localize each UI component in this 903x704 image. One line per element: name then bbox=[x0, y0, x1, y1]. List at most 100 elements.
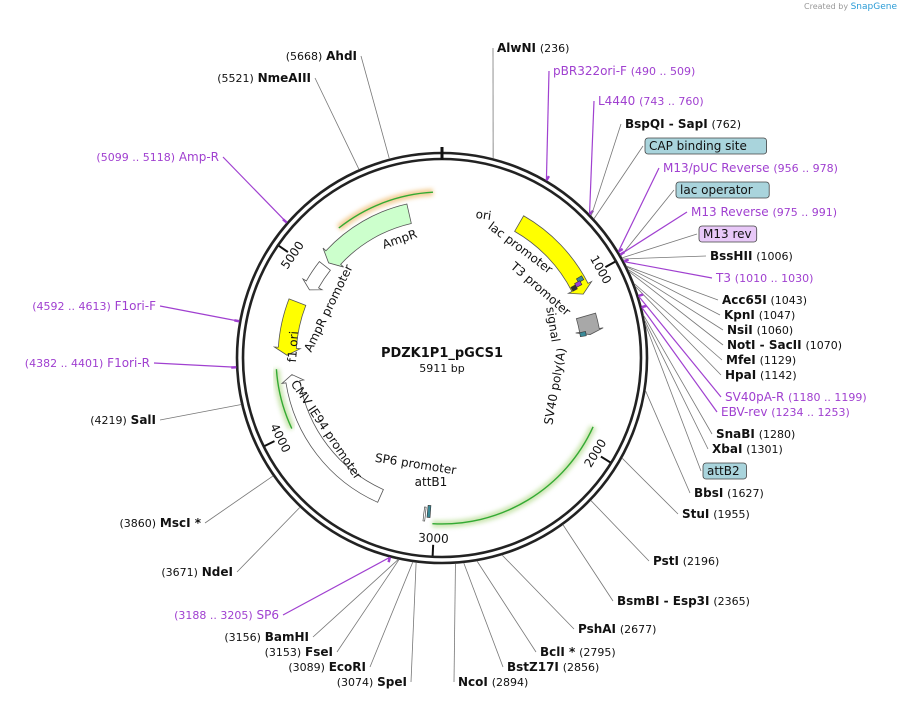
site-name: BssHII bbox=[710, 249, 752, 263]
feature-label-attb1: attB1 bbox=[415, 475, 448, 489]
feature-box-label: M13 rev bbox=[703, 227, 752, 241]
leader-line bbox=[633, 283, 723, 361]
site-label-amp-r: (5099 .. 5118) Amp-R bbox=[96, 150, 219, 164]
site-name: NmeAIII bbox=[258, 71, 311, 85]
site-label-stui: StuI (1955) bbox=[682, 507, 750, 521]
leader-line bbox=[621, 457, 679, 515]
site-label-t3: T3 (1010 .. 1030) bbox=[715, 271, 813, 285]
site-text: MfeI (1129) bbox=[726, 353, 796, 367]
feature-box bbox=[644, 137, 767, 155]
site-label-nmeaiii: (5521) NmeAIII bbox=[217, 71, 311, 85]
leader-line bbox=[620, 189, 675, 257]
site-name: KpnI bbox=[724, 308, 755, 322]
leader-line bbox=[590, 500, 650, 562]
leader-line bbox=[222, 156, 288, 224]
feature-arrow-ori bbox=[514, 215, 593, 295]
site-name: Acc65I bbox=[722, 293, 767, 307]
leader-line bbox=[619, 211, 688, 256]
site-label-attb2: attB2 bbox=[702, 462, 747, 480]
tick-mark bbox=[600, 455, 611, 464]
feature-label-sv40-polya: SV40 poly(A) bbox=[541, 347, 568, 426]
site-text: L4440 (743 .. 760) bbox=[598, 94, 704, 108]
site-position: (1280) bbox=[759, 428, 796, 441]
site-text: BspQI - SapI (762) bbox=[625, 117, 741, 131]
plasmid-name: PDZK1P1_pGCS1 bbox=[381, 346, 503, 361]
site-text: (4382 .. 4401) F1ori-R bbox=[25, 356, 150, 370]
site-position: (5099 .. 5118) bbox=[96, 151, 175, 164]
site-position: (3153) bbox=[265, 646, 302, 659]
tick-mark bbox=[431, 544, 435, 556]
leader-line bbox=[204, 475, 274, 524]
site-label-bamhi: (3156) BamHI bbox=[224, 630, 309, 644]
site-position: (3671) bbox=[161, 566, 198, 579]
site-name: NcoI bbox=[458, 675, 488, 689]
segment-layer bbox=[272, 188, 597, 528]
site-text: (4592 .. 4613) F1ori-F bbox=[32, 299, 156, 313]
leader-line bbox=[622, 255, 707, 260]
site-name: PstI bbox=[653, 554, 679, 568]
site-label-bsmbi-esp3i: BsmBI - Esp3I (2365) bbox=[617, 594, 750, 608]
site-label-msci-: (3860) MscI * bbox=[119, 516, 201, 530]
site-label-ahdi: (5668) AhdI bbox=[286, 49, 357, 63]
site-text: T3 (1010 .. 1030) bbox=[715, 271, 813, 285]
site-text: (3074) SpeI bbox=[337, 675, 407, 689]
site-position: (2677) bbox=[620, 623, 657, 636]
primer-tick bbox=[282, 218, 288, 224]
feature-label-cmv-promoter: CMV IE94 promoter bbox=[288, 377, 365, 482]
site-label-bbsi: BbsI (1627) bbox=[694, 486, 764, 500]
primer-tick bbox=[387, 556, 392, 563]
feature-label-signal: signal bbox=[543, 306, 562, 343]
leader-line bbox=[637, 295, 722, 398]
feature-box bbox=[702, 462, 747, 480]
leader-line bbox=[628, 271, 724, 346]
site-name: MscI * bbox=[160, 516, 202, 530]
feature-box-label: CAP binding site bbox=[649, 139, 747, 153]
site-position: (1070) bbox=[805, 339, 842, 352]
site-label-ecori: (3089) EcoRI bbox=[288, 660, 366, 674]
site-text: Acc65I (1043) bbox=[722, 293, 807, 307]
site-label-nsii: NsiI (1060) bbox=[727, 323, 793, 337]
site-name: FseI bbox=[305, 645, 333, 659]
site-name: MfeI bbox=[726, 353, 756, 367]
site-name: BbsI bbox=[694, 486, 723, 500]
site-position: (490 .. 509) bbox=[631, 65, 696, 78]
site-name: BclI * bbox=[540, 645, 576, 659]
feature-box bbox=[675, 181, 770, 199]
site-text: HpaI (1142) bbox=[725, 368, 797, 382]
site-text: PstI (2196) bbox=[653, 554, 719, 568]
plasmid-length: 5911 bp bbox=[419, 362, 464, 375]
leader-line bbox=[588, 100, 595, 215]
site-label-m13-puc-reverse: M13/pUC Reverse (956 .. 978) bbox=[663, 161, 838, 175]
site-text: pBR322ori-F (490 .. 509) bbox=[553, 64, 695, 78]
site-position: (1234 .. 1253) bbox=[771, 406, 850, 419]
site-text: (4219) SalI bbox=[90, 413, 156, 427]
site-name: HpaI bbox=[725, 368, 756, 382]
tick-label: 3000 bbox=[418, 531, 449, 546]
site-text: BssHII (1006) bbox=[710, 249, 793, 263]
site-label-spei: (3074) SpeI bbox=[337, 675, 407, 689]
site-text: M13/pUC Reverse (956 .. 978) bbox=[663, 161, 838, 175]
site-text: NsiI (1060) bbox=[727, 323, 793, 337]
site-text: AlwNI (236) bbox=[497, 41, 569, 55]
site-text: KpnI (1047) bbox=[724, 308, 795, 322]
leader-line bbox=[644, 323, 702, 472]
site-label-sv40pa-r: SV40pA-R (1180 .. 1199) bbox=[725, 390, 867, 404]
site-label-pshai: PshAI (2677) bbox=[578, 622, 656, 636]
leader-line bbox=[590, 123, 622, 217]
tick-mark bbox=[278, 244, 289, 253]
leader-line bbox=[159, 404, 242, 421]
site-text: (3188 .. 3205) SP6 bbox=[174, 608, 279, 622]
site-label-psti: PstI (2196) bbox=[653, 554, 719, 568]
leader-line bbox=[623, 261, 713, 279]
credit-prefix: Created by bbox=[804, 2, 849, 11]
site-position: (5521) bbox=[217, 72, 254, 85]
primer-tick bbox=[234, 319, 240, 323]
feature-segment bbox=[275, 369, 293, 429]
site-label-sali: (4219) SalI bbox=[90, 413, 156, 427]
leader-line bbox=[153, 362, 237, 368]
site-name: NotI - SacII bbox=[727, 338, 802, 352]
site-position: (3188 .. 3205) bbox=[174, 609, 253, 622]
feature-box-label: lac operator bbox=[680, 183, 753, 197]
site-text: BstZ17I (2856) bbox=[507, 660, 599, 674]
